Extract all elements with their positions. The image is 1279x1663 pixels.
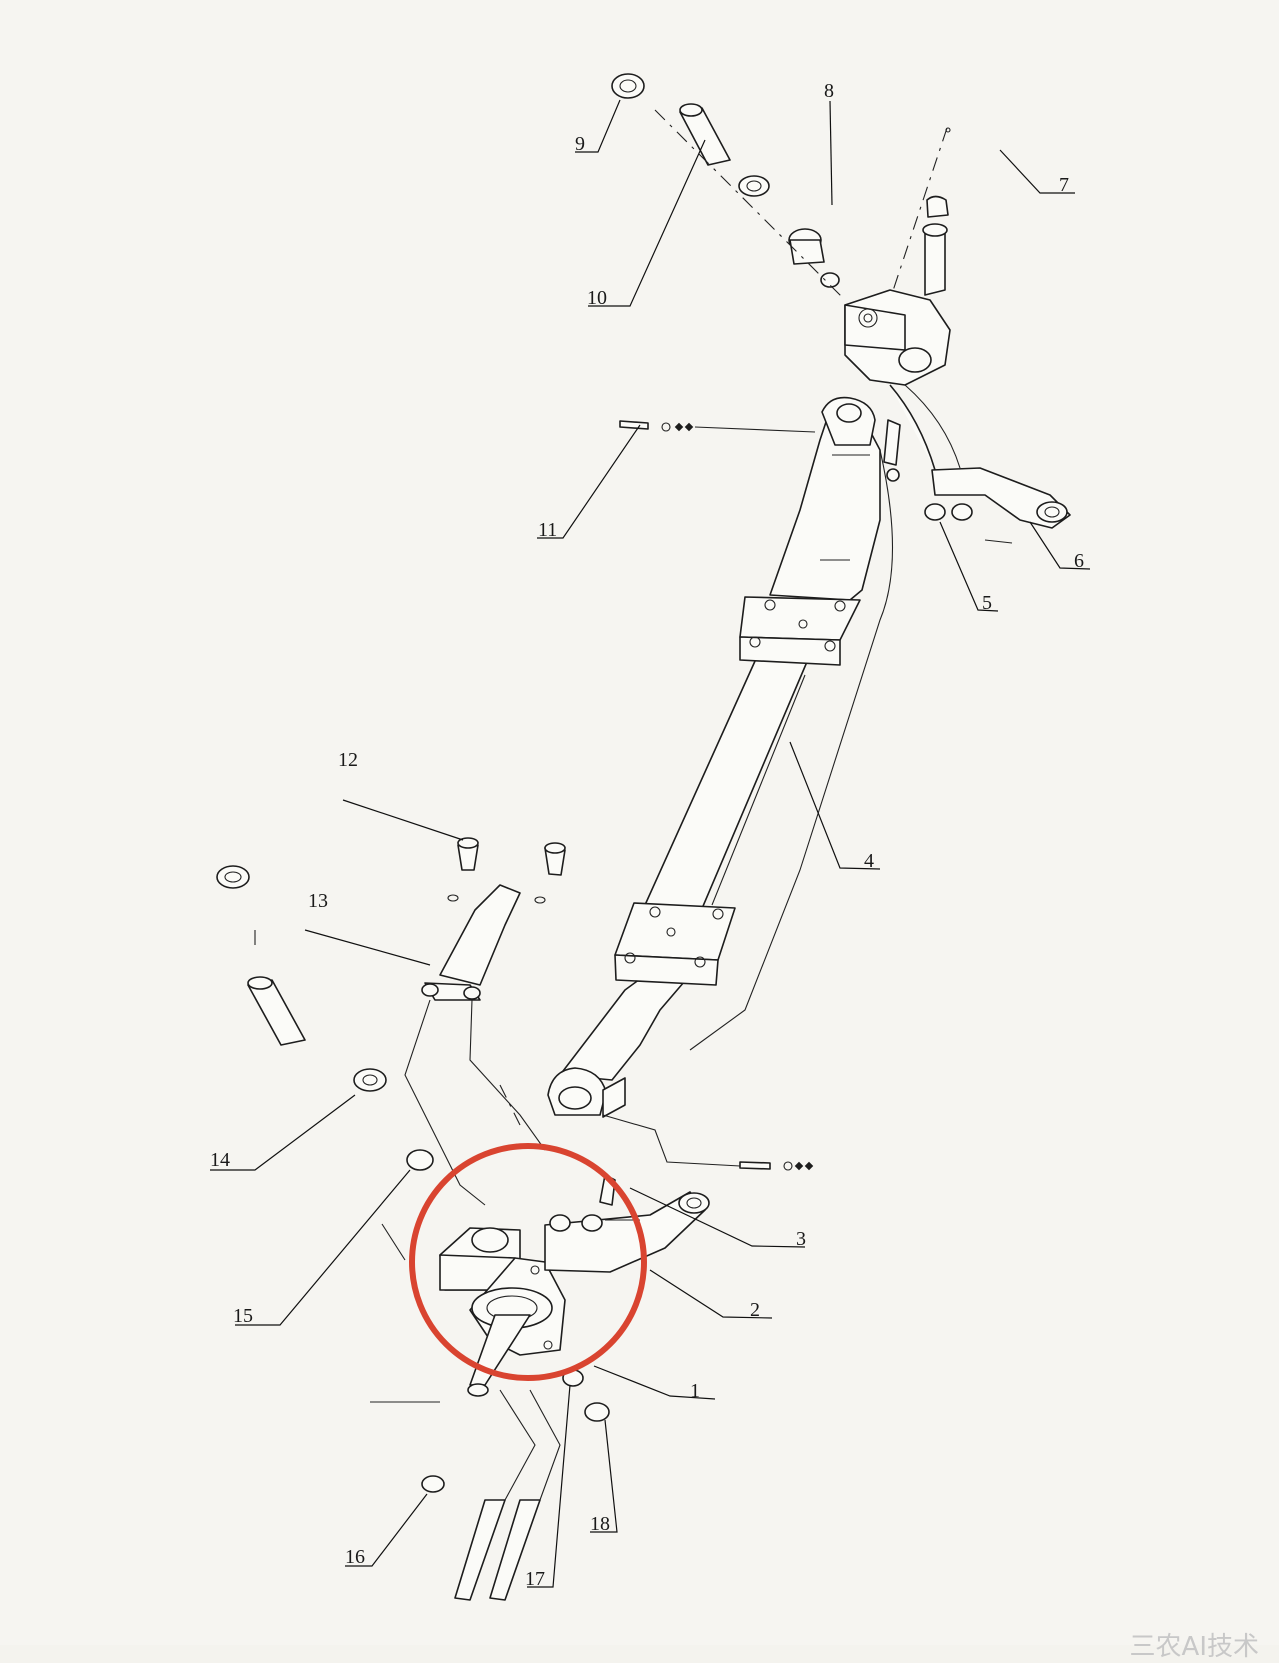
callout-10: 10 bbox=[587, 287, 607, 309]
callout-2: 2 bbox=[750, 1299, 760, 1321]
callout-15: 15 bbox=[233, 1305, 253, 1327]
lower-kingpin-set bbox=[216, 865, 434, 1171]
pivot-pin-lower bbox=[602, 1114, 814, 1171]
callout-4: 4 bbox=[864, 850, 874, 872]
callout-8: 8 bbox=[824, 80, 834, 102]
callout-17: 17 bbox=[525, 1568, 545, 1590]
callout-9: 9 bbox=[575, 133, 585, 155]
upper-steering-arm bbox=[883, 384, 1071, 544]
callout-12: 12 bbox=[338, 749, 358, 771]
callout-11: 11 bbox=[538, 519, 557, 541]
callout-16: 16 bbox=[345, 1546, 365, 1568]
leader-lines bbox=[210, 99, 1091, 1588]
highlight-circle bbox=[409, 1143, 647, 1381]
lower-steering-knuckle bbox=[370, 1174, 710, 1601]
callout-14: 14 bbox=[210, 1149, 230, 1171]
upper-steering-knuckle bbox=[611, 73, 951, 386]
callout-13: 13 bbox=[308, 890, 328, 912]
front-axle-beam bbox=[547, 396, 894, 1118]
pivot-pin-upper bbox=[619, 420, 816, 433]
callout-6: 6 bbox=[1074, 550, 1084, 572]
callout-18: 18 bbox=[590, 1513, 610, 1535]
callout-5: 5 bbox=[982, 592, 992, 614]
callout-7: 7 bbox=[1059, 174, 1069, 196]
callout-3: 3 bbox=[796, 1228, 806, 1250]
tie-rod-bracket bbox=[404, 837, 566, 1206]
part-callouts: 1 2 3 4 5 6 7 8 9 10 11 12 13 14 15 16 1… bbox=[210, 80, 1084, 1590]
callout-1: 1 bbox=[690, 1380, 700, 1402]
